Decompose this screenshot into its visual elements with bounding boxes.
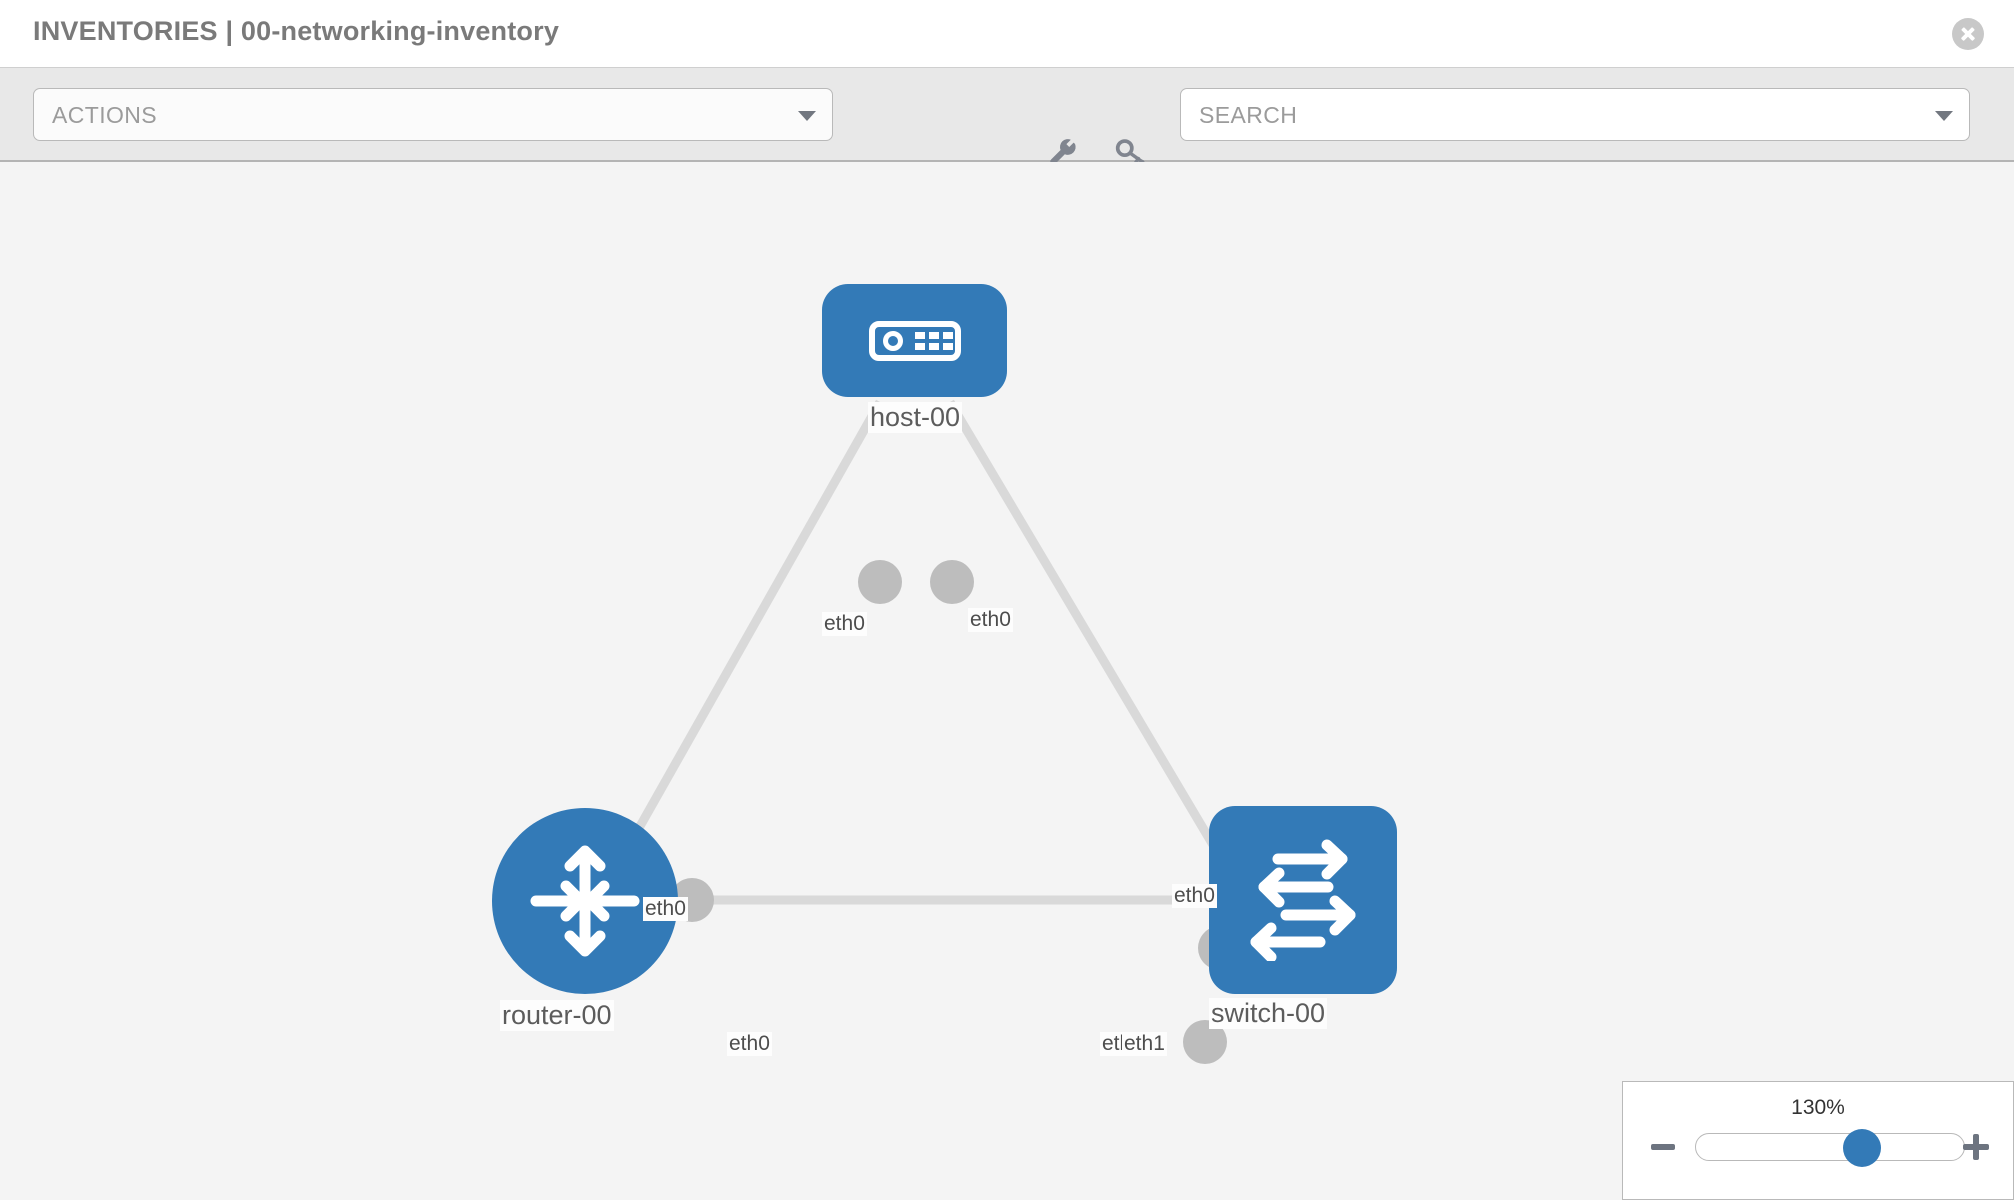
actions-dropdown-label: ACTIONS xyxy=(52,102,158,128)
node-switch-00-shape[interactable] xyxy=(1209,806,1397,994)
actions-dropdown[interactable]: ACTIONS xyxy=(33,88,833,141)
close-icon[interactable] xyxy=(1952,18,1984,50)
search-input[interactable]: SEARCH xyxy=(1180,88,1970,141)
server-icon xyxy=(868,320,961,361)
port-label-router-up: eth0 xyxy=(643,897,688,921)
topology-canvas[interactable]: host-00 router-00 xyxy=(0,162,2014,1200)
switch-arrows-icon xyxy=(1250,839,1356,961)
node-router-00-label: router-00 xyxy=(500,1000,614,1031)
topology-links xyxy=(596,399,1239,905)
zoom-control-panel[interactable]: 130% xyxy=(1622,1081,2014,1200)
page-header: INVENTORIES | 00-networking-inventory xyxy=(0,0,2014,68)
plus-icon[interactable] xyxy=(1963,1134,1989,1160)
port-label-router-right: eth0 xyxy=(727,1032,772,1056)
node-switch-00-label: switch-00 xyxy=(1209,998,1328,1029)
zoom-slider-thumb[interactable] xyxy=(1843,1129,1882,1167)
toolbar: ACTIONS SEARCH xyxy=(0,68,2014,167)
wrench-icon[interactable] xyxy=(1046,137,1080,176)
link-host-switch xyxy=(946,399,1239,885)
port-host-left[interactable] xyxy=(858,560,902,604)
page-title: INVENTORIES | 00-networking-inventory xyxy=(33,16,560,46)
port-label-switch-left-b: eth1 xyxy=(1122,1032,1167,1056)
minus-icon[interactable] xyxy=(1651,1144,1675,1150)
port-label-switch-up: eth0 xyxy=(1172,884,1217,908)
port-label-host-left: eth0 xyxy=(822,612,867,636)
search-placeholder: SEARCH xyxy=(1199,102,1298,128)
chevron-down-icon xyxy=(1935,111,1953,121)
zoom-level-value: 130% xyxy=(1791,1096,1845,1119)
chevron-down-icon xyxy=(798,111,816,121)
node-host-00-label: host-00 xyxy=(868,402,963,433)
node-host-00-shape[interactable] xyxy=(822,284,1007,397)
wrench-icon-svg xyxy=(1050,139,1076,165)
router-arrows-icon xyxy=(530,845,640,957)
port-label-host-right: eth0 xyxy=(968,608,1013,632)
link-host-router xyxy=(596,399,884,900)
port-host-right[interactable] xyxy=(930,560,974,604)
zoom-slider-track[interactable] xyxy=(1695,1129,1965,1167)
